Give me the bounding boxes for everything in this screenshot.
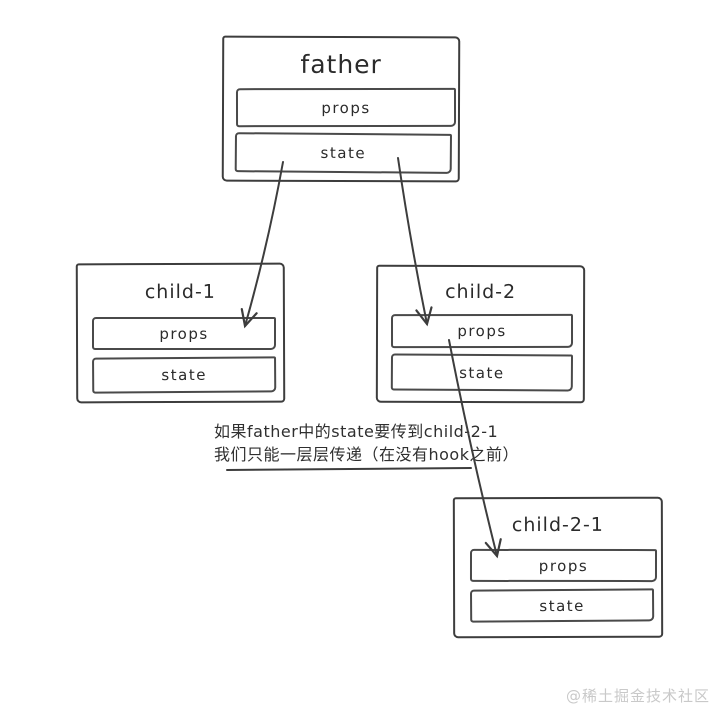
node-father-title: father: [300, 49, 382, 80]
node-child-2-1-props-field: props: [469, 548, 658, 583]
node-child-2-1: child-2-1 props state: [452, 496, 664, 639]
annotation-note: 如果father中的state要传到child-2-1 我们只能一层层传递（在没…: [214, 420, 519, 466]
watermark-text: @稀土掘金技术社区: [565, 687, 710, 705]
node-child-1-props-field: props: [92, 316, 277, 350]
node-child-2: child-2 props state: [375, 264, 586, 404]
node-child-2-title: child-2: [445, 280, 517, 304]
node-child-2-state-field: state: [390, 353, 574, 392]
node-child-2-1-title: child-2-1: [511, 513, 604, 537]
node-child-2-props-field: props: [390, 313, 574, 349]
node-father-props-field: props: [235, 87, 457, 128]
annotation-line-1: 如果father中的state要传到child-2-1: [214, 422, 499, 441]
node-child-1-title: child-1: [144, 280, 216, 304]
annotation-line-2: 我们只能一层层传递（在没有hook之前）: [214, 445, 519, 464]
node-child-2-1-state-field: state: [469, 588, 655, 623]
node-child-1: child-1 props state: [75, 262, 286, 404]
annotation-underline: [226, 467, 472, 471]
node-father-state-field: state: [234, 132, 453, 174]
node-child-1-state-field: state: [92, 356, 277, 394]
node-father: father props state: [221, 35, 461, 183]
